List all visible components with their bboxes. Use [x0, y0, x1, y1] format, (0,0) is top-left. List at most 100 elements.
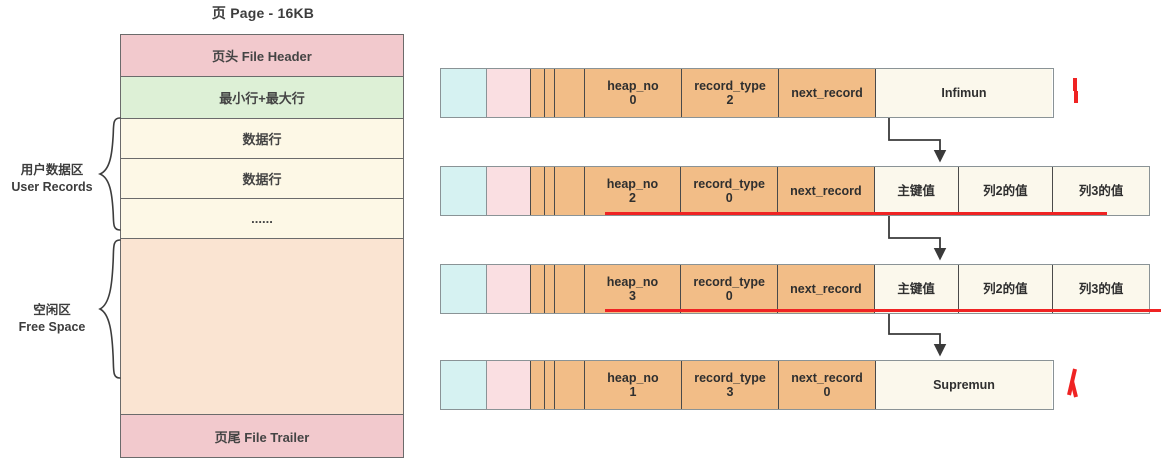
cell-variable-length-list	[441, 69, 487, 117]
arrow-infimum-to-user-1	[888, 118, 947, 163]
record-type-label: record_type	[694, 370, 766, 385]
page-row-label: ......	[251, 211, 273, 226]
next-record-label: next_record	[791, 85, 863, 100]
data-cell-label: 主键值	[897, 281, 935, 296]
page-row-ellipsis: ......	[121, 199, 403, 239]
data-cell-label: 列3的值	[1078, 281, 1124, 296]
cell-next-record: next_record 0	[779, 361, 876, 409]
page-row-label: 页头 File Header	[212, 49, 312, 64]
cell-next-record: next_record	[778, 167, 875, 215]
record-type-value: 2	[726, 93, 734, 107]
cell-null-value-list	[487, 69, 531, 117]
brace-user-records	[98, 117, 121, 231]
cell-data-infimum: Infimun	[876, 69, 1052, 117]
cell-min-rec-mask	[545, 69, 555, 117]
heap-no-value: 3	[628, 289, 636, 303]
cell-data-column-2: 列2的值	[958, 167, 1054, 215]
page-row-min-max: 最小行+最大行	[121, 77, 403, 119]
cell-variable-length-list	[441, 265, 487, 313]
cell-n-owned	[555, 361, 585, 409]
cell-min-rec-mask	[545, 361, 555, 409]
heap-no-label: heap_no	[606, 176, 659, 191]
cell-null-value-list	[486, 265, 531, 313]
cell-record-type: record_type 0	[681, 265, 779, 313]
cell-delete-mask	[531, 361, 545, 409]
cell-record-type: record_type 2	[682, 69, 779, 117]
record-row-user-1: heap_no 2 record_type 0 next_record 主键值 …	[440, 166, 1150, 216]
record-type-label: record_type	[693, 176, 765, 191]
page-title: 页 Page - 16KB	[211, 5, 315, 21]
page-row-data-2: 数据行	[121, 159, 403, 199]
arrow-user-2-to-supremum	[888, 314, 947, 357]
cell-variable-length-list	[441, 361, 487, 409]
record-type-label: record_type	[693, 274, 765, 289]
highlight-slash-supremum	[1067, 368, 1078, 398]
cell-heap-no: heap_no 2	[584, 167, 682, 215]
cell-delete-mask	[530, 265, 545, 313]
cell-variable-length-list	[441, 167, 487, 215]
record-type-value: 0	[725, 289, 733, 303]
cell-n-owned	[554, 167, 585, 215]
data-cell-label: Supremun	[933, 377, 995, 392]
highlight-tick-infimum	[1073, 78, 1077, 91]
cell-min-rec-mask	[544, 265, 555, 313]
cell-data-column-3: 列3的值	[1053, 265, 1149, 313]
cell-delete-mask	[531, 69, 545, 117]
data-cell-label: 列3的值	[1078, 183, 1124, 198]
cell-data-column-3: 列3的值	[1053, 167, 1149, 215]
page-structure-box: 页头 File Header 最小行+最大行 数据行 数据行 ...... 页尾…	[120, 34, 404, 458]
cell-delete-mask	[530, 167, 545, 215]
highlight-underline-user-1	[605, 212, 1107, 215]
highlight-tick-infimum-lower	[1074, 91, 1078, 103]
cell-next-record: next_record	[778, 265, 875, 313]
cell-null-value-list	[487, 361, 531, 409]
data-cell-label: 列2的值	[983, 281, 1028, 296]
page-row-file-header: 页头 File Header	[121, 35, 403, 77]
cell-data-supremum: Supremun	[876, 361, 1052, 409]
heap-no-value: 1	[629, 385, 637, 399]
data-cell-label: 列2的值	[983, 183, 1028, 198]
page-row-label: 数据行	[242, 172, 282, 187]
page-row-free-space	[121, 239, 403, 415]
cell-next-record: next_record	[779, 69, 876, 117]
record-type-value: 0	[725, 191, 733, 205]
heap-no-value: 0	[629, 93, 637, 107]
heap-no-value: 2	[628, 191, 636, 205]
data-cell-label: Infimun	[941, 85, 987, 100]
page-row-label: 页尾 File Trailer	[214, 429, 310, 445]
page-row-label: 数据行	[242, 132, 282, 147]
cell-data-primary-key: 主键值	[874, 167, 959, 215]
record-type-value: 3	[726, 385, 734, 399]
cell-record-type: record_type 0	[681, 167, 779, 215]
cell-heap-no: heap_no 0	[585, 69, 682, 117]
cell-n-owned	[554, 265, 585, 313]
highlight-underline-user-2	[605, 309, 1161, 312]
cell-min-rec-mask	[544, 167, 555, 215]
annotation-user-records: 用户数据区 User Records	[11, 163, 93, 194]
data-cell-label: 主键值	[897, 183, 935, 198]
page-row-data-1: 数据行	[121, 119, 403, 159]
next-record-label: next_record	[790, 183, 862, 198]
cell-data-column-2: 列2的值	[958, 265, 1054, 313]
heap-no-label: heap_no	[607, 78, 659, 93]
cell-heap-no: heap_no 3	[584, 265, 682, 313]
heap-no-label: heap_no	[607, 370, 659, 385]
arrow-user-1-to-user-2	[888, 216, 947, 261]
record-row-infimum: heap_no 0 record_type 2 next_record Infi…	[440, 68, 1054, 118]
cell-heap-no: heap_no 1	[585, 361, 682, 409]
annotation-free-space: 空闲区 Free Space	[18, 303, 86, 334]
record-type-label: record_type	[694, 78, 766, 93]
next-record-label: next_record	[790, 281, 862, 296]
next-record-label: next_record	[791, 370, 863, 385]
cell-n-owned	[555, 69, 585, 117]
cell-null-value-list	[486, 167, 531, 215]
record-row-supremum: heap_no 1 record_type 3 next_record 0 Su…	[440, 360, 1054, 410]
page-row-file-trailer: 页尾 File Trailer	[121, 415, 403, 457]
record-row-user-2: heap_no 3 record_type 0 next_record 主键值 …	[440, 264, 1150, 314]
cell-data-primary-key: 主键值	[874, 265, 959, 313]
page-row-label: 最小行+最大行	[219, 91, 305, 106]
heap-no-label: heap_no	[606, 274, 659, 289]
brace-free-space	[98, 239, 121, 379]
next-record-value: 0	[823, 385, 831, 399]
cell-record-type: record_type 3	[682, 361, 779, 409]
